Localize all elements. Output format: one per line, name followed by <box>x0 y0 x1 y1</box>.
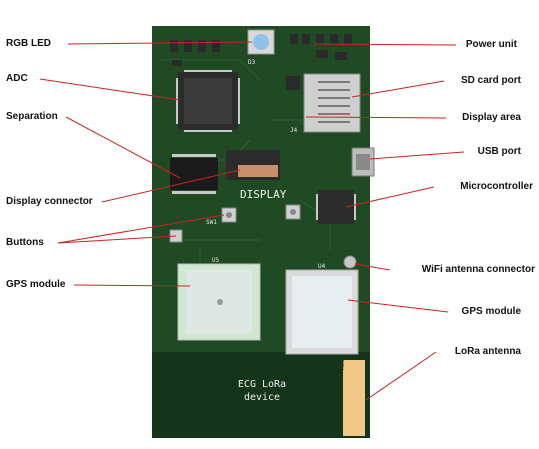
separation-chip <box>170 158 218 190</box>
label-buttons: Buttons <box>6 237 44 248</box>
leader-buttons-1 <box>57 214 225 244</box>
label-gps-module-left: GPS module <box>6 279 66 290</box>
label-gps-module-right: GPS module <box>461 306 521 317</box>
leader-lora <box>365 351 437 401</box>
adc-pins <box>176 70 240 132</box>
ref-u5: U5 <box>212 257 220 264</box>
label-power-unit: Power unit <box>465 39 517 50</box>
display-connector <box>238 165 278 177</box>
label-adc: ADC <box>6 73 28 84</box>
rgb-led <box>253 34 269 50</box>
leader-display-connector <box>101 169 241 203</box>
leader-sd-card <box>351 80 445 98</box>
pcb-bottom-area <box>152 352 370 438</box>
label-wifi-antenna-connector: WiFi antenna connector <box>421 264 535 275</box>
label-display-connector: Display connector <box>6 196 93 207</box>
sd-card-contacts <box>318 81 350 123</box>
ref-d3: D3 <box>248 59 256 66</box>
wifi-antenna-connector <box>343 255 357 269</box>
leader-gps-right <box>347 299 449 313</box>
power-unit-chip <box>286 76 300 90</box>
label-separation: Separation <box>6 111 58 122</box>
label-display-area: Display area <box>462 112 521 123</box>
leader-rgb-led <box>67 41 253 45</box>
smd-components-top <box>170 34 352 66</box>
label-microcontroller: Microcontroller <box>460 181 533 192</box>
label-rgb-led: RGB LED <box>6 38 51 49</box>
device-name-line1: ECG LoRa <box>238 379 286 390</box>
label-lora-antenna: LoRa antenna <box>454 346 521 357</box>
leader-usb <box>369 151 465 160</box>
leader-microcontroller <box>345 186 435 208</box>
leader-wifi <box>354 263 391 271</box>
leader-gps-left <box>73 284 191 287</box>
leader-display-area <box>305 116 447 119</box>
microcontroller-chip <box>318 190 354 224</box>
ref-ae2: AE2 <box>339 359 346 370</box>
silk-display: DISPLAY <box>240 188 287 201</box>
label-usb-port: USB port <box>477 146 521 157</box>
label-sd-card-port: SD card port <box>460 75 521 86</box>
leader-separation <box>65 116 181 179</box>
leader-adc <box>39 78 181 101</box>
ref-j4: J4 <box>290 127 298 134</box>
leader-lines <box>39 41 465 401</box>
leader-power-unit <box>313 43 457 46</box>
device-name-line2: device <box>244 392 280 403</box>
ref-sw1: SW1 <box>206 219 217 226</box>
lora-antenna <box>343 360 365 436</box>
ref-u4: U4 <box>318 263 326 270</box>
leader-buttons-2 <box>57 235 177 244</box>
